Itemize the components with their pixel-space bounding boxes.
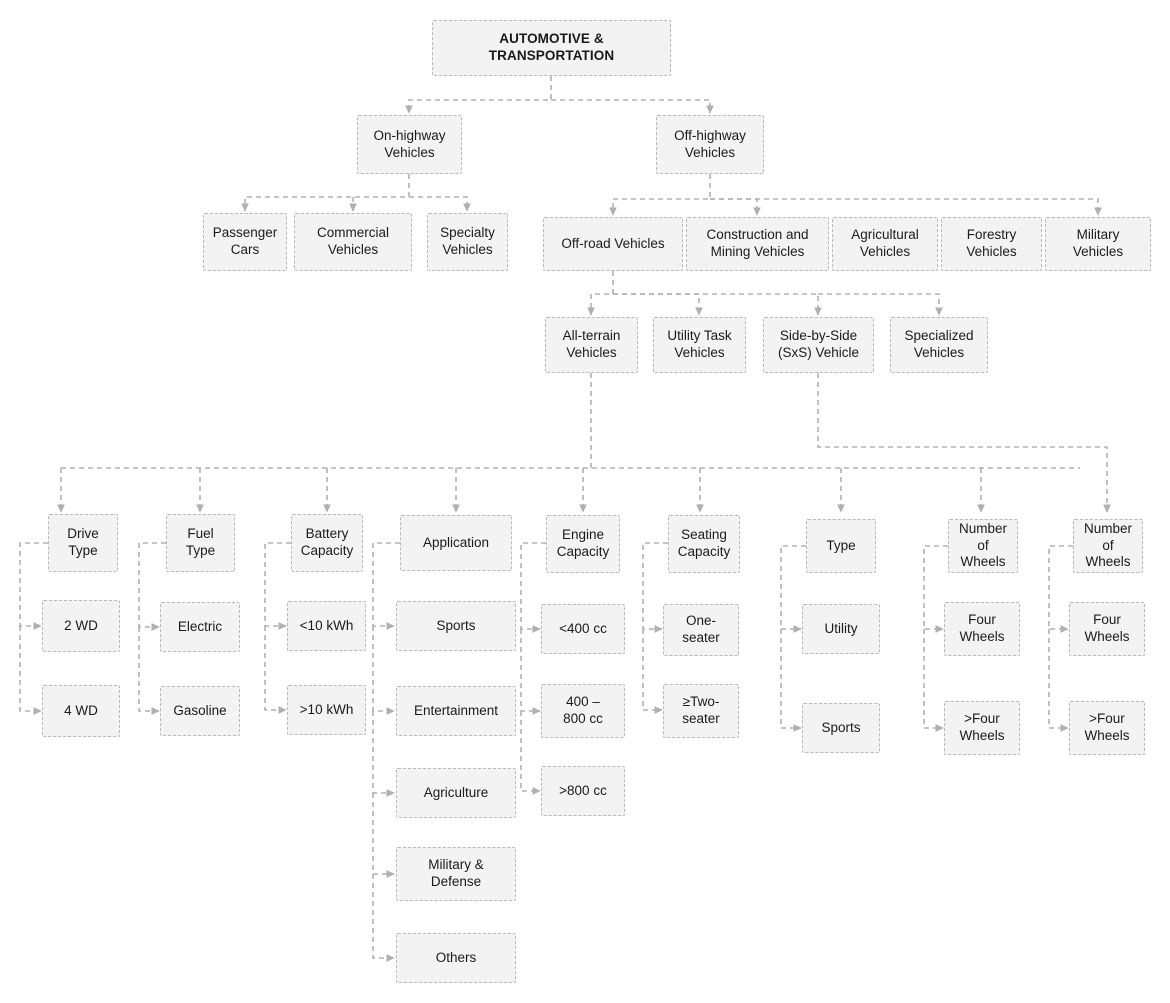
node-attr-application-sports[interactable]: Sports — [396, 601, 516, 651]
node-attr-drive-type-2wd[interactable]: 2 WD — [42, 600, 120, 652]
node-attr-fuel-type-electric[interactable]: Electric — [160, 602, 240, 652]
node-attr-application-others[interactable]: Others — [396, 933, 516, 983]
node-attr-fuel-type-gasoline[interactable]: Gasoline — [160, 686, 240, 736]
node-attr-header-battery-capacity[interactable]: Battery Capacity — [291, 514, 363, 572]
node-commercial-vehicles[interactable]: Commercial Vehicles — [294, 213, 412, 271]
node-off-road-vehicles[interactable]: Off-road Vehicles — [543, 217, 683, 271]
node-attr-engine-capacity-gt800cc[interactable]: >800 cc — [541, 766, 625, 816]
node-side-by-side-sxs-vehicle[interactable]: Side-by-Side (SxS) Vehicle — [763, 317, 874, 373]
node-attr-battery-capacity-gt10kwh[interactable]: >10 kWh — [287, 685, 366, 735]
node-attr-battery-capacity-lt10kwh[interactable]: <10 kWh — [287, 601, 366, 651]
node-attr-application-entertainment[interactable]: Entertainment — [396, 686, 516, 736]
node-on-highway-vehicles[interactable]: On-highway Vehicles — [357, 115, 462, 174]
node-utility-task-vehicles[interactable]: Utility Task Vehicles — [653, 317, 746, 373]
node-attr-wheels-b-gt-four-wheels[interactable]: >Four Wheels — [1069, 701, 1145, 755]
node-off-highway-vehicles[interactable]: Off-highway Vehicles — [656, 115, 764, 174]
node-attr-seating-capacity-two-seater[interactable]: ≥Two- seater — [663, 684, 739, 738]
node-attr-seating-capacity-one-seater[interactable]: One- seater — [663, 604, 739, 656]
node-specialized-vehicles[interactable]: Specialized Vehicles — [890, 317, 988, 373]
node-attr-header-seating-capacity[interactable]: Seating Capacity — [668, 515, 740, 573]
node-attr-header-number-of-wheels-b[interactable]: Number of Wheels — [1073, 519, 1143, 573]
node-forestry-vehicles[interactable]: Forestry Vehicles — [941, 217, 1042, 271]
node-attr-header-application[interactable]: Application — [400, 515, 512, 571]
node-construction-and-mining-vehicles[interactable]: Construction and Mining Vehicles — [686, 217, 829, 271]
node-attr-engine-capacity-400-800cc[interactable]: 400 – 800 cc — [541, 684, 625, 738]
node-agricultural-vehicles[interactable]: Agricultural Vehicles — [832, 217, 938, 271]
node-attr-header-number-of-wheels-a[interactable]: Number of Wheels — [948, 519, 1018, 573]
node-attr-engine-capacity-lt400cc[interactable]: <400 cc — [541, 604, 625, 654]
node-attr-wheels-a-gt-four-wheels[interactable]: >Four Wheels — [944, 701, 1020, 755]
node-attr-wheels-a-four-wheels[interactable]: Four Wheels — [944, 602, 1020, 656]
node-attr-application-military-and-defense[interactable]: Military & Defense — [396, 847, 516, 901]
node-passenger-cars[interactable]: Passenger Cars — [203, 213, 287, 271]
node-all-terrain-vehicles[interactable]: All-terrain Vehicles — [545, 317, 638, 373]
node-root[interactable]: AUTOMOTIVE & TRANSPORTATION — [432, 20, 671, 76]
node-attr-application-agriculture[interactable]: Agriculture — [396, 768, 516, 818]
node-attr-header-drive-type[interactable]: Drive Type — [48, 514, 118, 572]
node-attr-header-engine-capacity[interactable]: Engine Capacity — [546, 515, 620, 573]
node-military-vehicles[interactable]: Military Vehicles — [1045, 217, 1151, 271]
node-specialty-vehicles[interactable]: Specialty Vehicles — [427, 213, 508, 271]
node-attr-header-fuel-type[interactable]: Fuel Type — [166, 514, 235, 572]
node-attr-header-type[interactable]: Type — [806, 519, 876, 573]
node-attr-drive-type-4wd[interactable]: 4 WD — [42, 685, 120, 737]
node-attr-type-sports[interactable]: Sports — [802, 703, 880, 753]
node-attr-wheels-b-four-wheels[interactable]: Four Wheels — [1069, 602, 1145, 656]
node-attr-type-utility[interactable]: Utility — [802, 604, 880, 654]
